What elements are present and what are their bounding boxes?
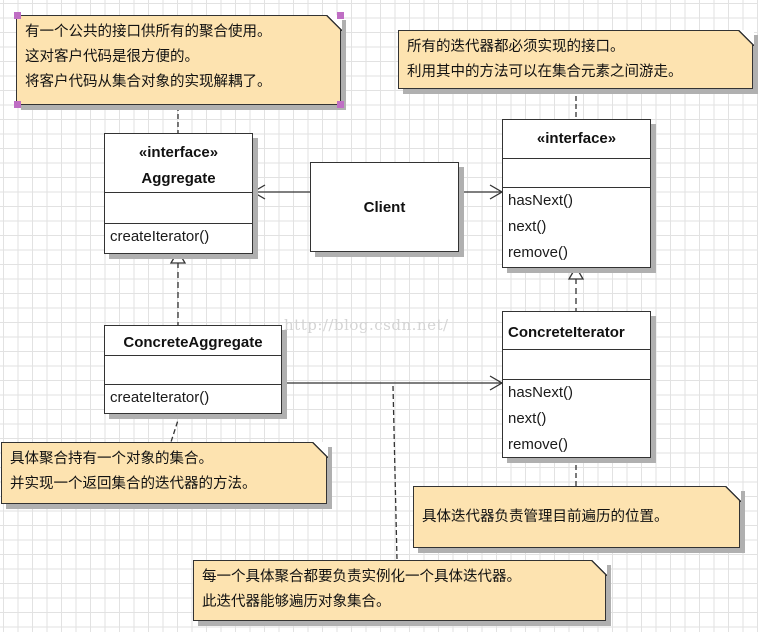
note-line: 具体迭代器负责管理目前遍历的位置。 bbox=[422, 508, 669, 525]
operations-section: hasNext() next() remove() bbox=[503, 187, 650, 266]
operation-create-iterator: createIterator() bbox=[110, 389, 210, 406]
class-header: «interface» Aggregate bbox=[105, 134, 252, 192]
create-iterator-note[interactable]: 每一个具体聚合都要负责实例化一个具体迭代器。 此迭代器能够遍历对象集合。 bbox=[193, 559, 607, 621]
iterator-note[interactable]: 所有的迭代器都必须实现的接口。 利用其中的方法可以在集合元素之间游走。 bbox=[398, 29, 754, 89]
note-fold-corner bbox=[724, 485, 741, 502]
operation-remove: remove() bbox=[508, 244, 569, 261]
note-line: 将客户代码从集合对象的实现解耦了。 bbox=[25, 74, 272, 90]
note-line: 利用其中的方法可以在集合元素之间游走。 bbox=[407, 64, 683, 80]
note-line: 每一个具体聚合都要负责实例化一个具体迭代器。 bbox=[202, 569, 521, 585]
selection-handle-top-left[interactable] bbox=[14, 12, 21, 19]
create-note-link bbox=[392, 385, 398, 561]
operations-section: createIterator() bbox=[105, 384, 281, 411]
note-fold-corner bbox=[737, 29, 754, 46]
operation-create-iterator: createIterator() bbox=[110, 228, 210, 245]
class-header: «interface» bbox=[503, 120, 650, 158]
class-header: ConcreteAggregate bbox=[105, 326, 281, 355]
watermark: http://blog.csdn.net/ bbox=[284, 316, 449, 334]
operations-section: createIterator() bbox=[105, 223, 252, 250]
client-aggregate-arrowhead bbox=[251, 184, 266, 200]
operation-next: next() bbox=[508, 218, 547, 235]
note-line: 并实现一个返回集合的迭代器的方法。 bbox=[10, 476, 257, 492]
concrete-iterator-note[interactable]: 具体迭代器负责管理目前遍历的位置。 bbox=[413, 485, 741, 548]
iterator-interface-class[interactable]: «interface» hasNext() next() remove() bbox=[502, 119, 651, 268]
note-fold-corner bbox=[590, 559, 607, 576]
attributes-section bbox=[105, 355, 281, 384]
class-name: Aggregate bbox=[141, 170, 216, 187]
selection-handle-bottom-left[interactable] bbox=[14, 101, 21, 108]
class-name: ConcreteAggregate bbox=[123, 334, 263, 351]
aggregate-note[interactable]: 有一个公共的接口供所有的聚合使用。 这对客户代码是很方便的。 将客户代码从集合对… bbox=[16, 14, 342, 105]
class-name: ConcreteIterator bbox=[508, 324, 625, 341]
selection-handle-top-right[interactable] bbox=[337, 12, 344, 19]
operation-has-next: hasNext() bbox=[508, 192, 574, 209]
note-line: 具体聚合持有一个对象的集合。 bbox=[10, 451, 213, 467]
iterator-realization-arrowhead bbox=[567, 265, 585, 280]
stereotype-label: «interface» bbox=[138, 144, 219, 161]
attributes-section bbox=[503, 349, 650, 379]
selection-handle-bottom-right[interactable] bbox=[337, 101, 344, 108]
concrete-iterator-class[interactable]: ConcreteIterator hasNext() next() remove… bbox=[502, 311, 651, 458]
aggregate-realization-arrowhead bbox=[169, 249, 187, 264]
attributes-section bbox=[105, 192, 252, 223]
concrete-aggregate-note-link bbox=[170, 413, 181, 443]
concrete-aggregate-note[interactable]: 具体聚合持有一个对象的集合。 并实现一个返回集合的迭代器的方法。 bbox=[1, 441, 328, 504]
class-name: Client bbox=[363, 198, 406, 216]
operations-section: hasNext() next() remove() bbox=[503, 379, 650, 458]
concrete-aggregate-class[interactable]: ConcreteAggregate createIterator() bbox=[104, 325, 282, 414]
operation-remove: remove() bbox=[508, 436, 569, 453]
attributes-section bbox=[503, 158, 650, 187]
operation-next: next() bbox=[508, 410, 547, 427]
note-line: 此迭代器能够遍历对象集合。 bbox=[202, 594, 391, 610]
note-fold-corner bbox=[311, 441, 328, 458]
aggregate-interface-class[interactable]: «interface» Aggregate createIterator() bbox=[104, 133, 253, 254]
stereotype-label: «interface» bbox=[536, 130, 617, 147]
note-line: 所有的迭代器都必须实现的接口。 bbox=[407, 39, 625, 55]
class-header: ConcreteIterator bbox=[503, 312, 650, 349]
note-line: 这对客户代码是很方便的。 bbox=[25, 49, 199, 65]
client-class[interactable]: Client bbox=[310, 162, 459, 252]
note-line: 有一个公共的接口供所有的聚合使用。 bbox=[25, 24, 272, 40]
operation-has-next: hasNext() bbox=[508, 384, 574, 401]
